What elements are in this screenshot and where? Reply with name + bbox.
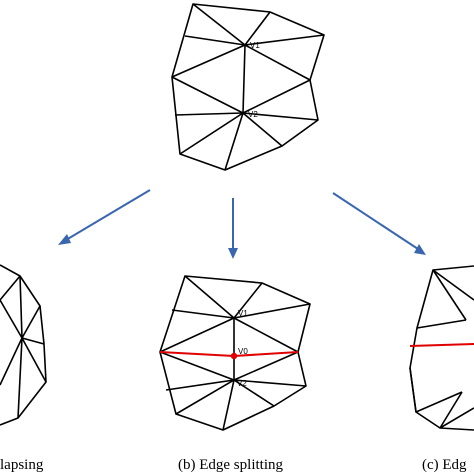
flipped-edge xyxy=(409,343,474,347)
new-vertex-v0 xyxy=(230,352,238,360)
panel-a-boundary xyxy=(0,264,47,426)
panel-a-mesh xyxy=(0,264,47,426)
panel-c-caption: (c) Edg xyxy=(422,457,467,473)
panel-b-split-edges xyxy=(159,351,299,357)
panel-b-boundary xyxy=(159,275,311,431)
panel-a-edges xyxy=(0,275,47,419)
vertex-label-v2: V2 xyxy=(248,110,258,119)
panel-a-caption: lapsing xyxy=(0,457,44,473)
arrow-to-panel-b xyxy=(228,198,238,259)
panel-b-mesh: V1 V0 V2 xyxy=(159,275,311,431)
split-edge-left xyxy=(159,351,235,357)
arrow-to-panel-c xyxy=(332,192,426,255)
panel-c-boundary xyxy=(409,265,474,431)
vertex-label-v2: V2 xyxy=(237,379,247,388)
panel-b-caption: (b) Edge splitting xyxy=(178,457,283,473)
vertex-label-v1: V1 xyxy=(238,309,248,318)
original-mesh: V1 V2 xyxy=(171,3,325,171)
vertex-label-v0: V0 xyxy=(238,347,248,356)
original-mesh-edges xyxy=(171,3,325,171)
split-edge-right xyxy=(233,351,299,357)
panel-c-edges xyxy=(409,269,474,429)
panel-b-edges xyxy=(159,275,311,431)
panel-c-mesh xyxy=(409,265,474,431)
arrow-to-panel-a xyxy=(58,189,151,245)
vertex-label-v1: V1 xyxy=(250,41,260,50)
